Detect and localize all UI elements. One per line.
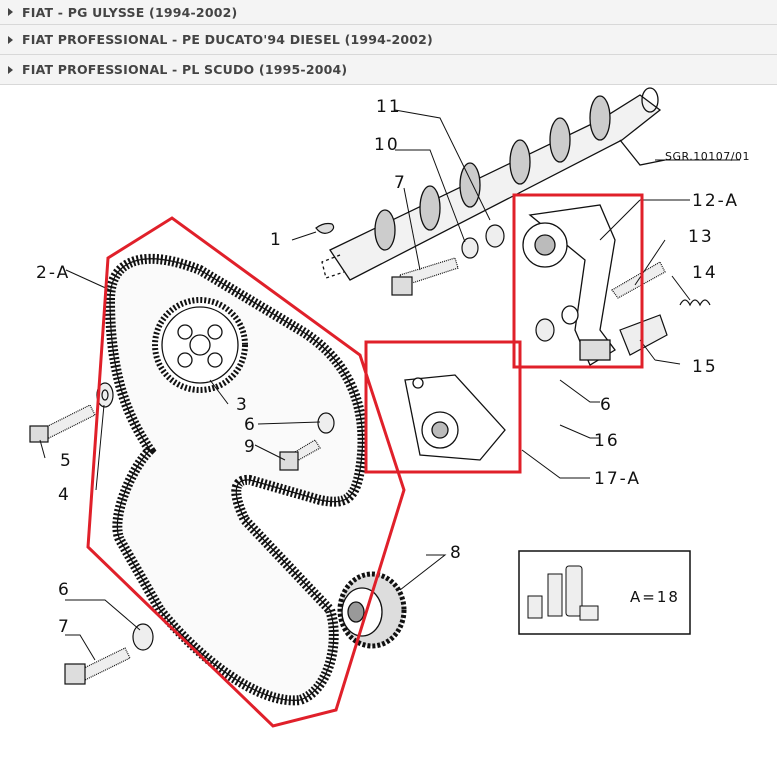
part-label: 6	[58, 580, 71, 600]
part-label: 1	[270, 230, 283, 250]
part-label: 13	[688, 227, 714, 247]
inset-label: A=18	[630, 588, 680, 606]
part-label: 12-A	[692, 191, 739, 211]
camshaft-pulley	[152, 297, 248, 393]
highlight-outlines	[86, 193, 644, 728]
part-label: 10	[374, 135, 400, 155]
part-label: 14	[692, 263, 718, 283]
part-label: 9	[244, 437, 257, 457]
leader-lines	[39, 109, 740, 661]
key-part	[315, 222, 335, 234]
part-label: 4	[58, 485, 71, 505]
tensioner-assembly	[404, 374, 506, 461]
part-label: 3	[236, 395, 249, 415]
model-menu: FIAT - PG ULYSSE (1994-2002) FIAT PROFES…	[0, 0, 777, 85]
part-label: 6	[600, 395, 613, 415]
menu-item-scudo[interactable]: FIAT PROFESSIONAL - PL SCUDO (1995-2004)	[0, 55, 777, 85]
part-label: 17-A	[594, 469, 641, 489]
fasteners	[29, 224, 711, 685]
menu-item-label: FIAT - PG ULYSSE (1994-2002)	[22, 4, 238, 20]
menu-item-ducato[interactable]: FIAT PROFESSIONAL - PE DUCATO'94 DIESEL …	[0, 25, 777, 55]
menu-item-label: FIAT PROFESSIONAL - PE DUCATO'94 DIESEL …	[22, 32, 433, 47]
tensioner-12a-assembly	[522, 204, 616, 366]
part-labels: 1 2-A 3 4 5 6 6 6 7 7 8 9 10 11 12-A 13 …	[36, 97, 739, 637]
part-label: 6	[244, 415, 257, 435]
caret-right-icon	[8, 8, 13, 16]
caret-right-icon	[8, 65, 13, 74]
reference-code: SGR.10107/01	[665, 150, 750, 163]
crankshaft-gear	[337, 571, 407, 649]
menu-item-label: FIAT PROFESSIONAL - PL SCUDO (1995-2004)	[22, 62, 348, 77]
caret-right-icon	[8, 35, 13, 44]
part-label: 2-A	[36, 263, 70, 283]
part-label: 7	[394, 173, 407, 193]
part-label: 5	[60, 451, 73, 471]
part-label: 11	[376, 97, 402, 117]
inset-tool-box: A=18	[518, 550, 691, 635]
part-label: 7	[58, 617, 71, 637]
menu-item-ulysse[interactable]: FIAT - PG ULYSSE (1994-2002)	[0, 0, 777, 25]
part-label: 16	[594, 431, 620, 451]
part-label: 8	[450, 543, 463, 563]
part-label: 15	[692, 357, 718, 377]
